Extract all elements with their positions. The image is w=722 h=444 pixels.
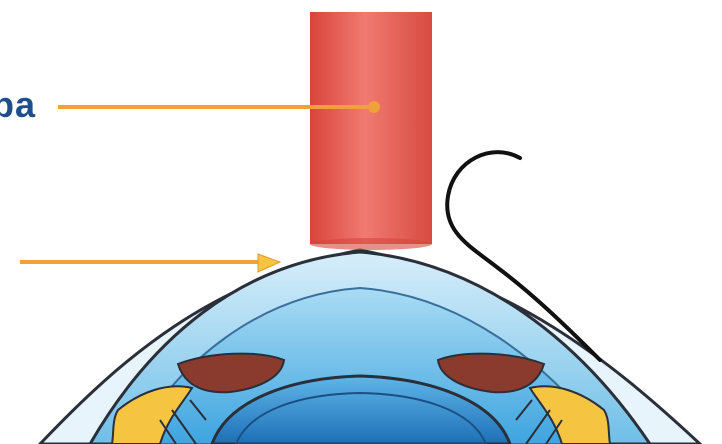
- laser-beam-base: [310, 238, 432, 250]
- laser-beam: [310, 12, 432, 244]
- leader-line-bottom-marker: [258, 254, 280, 272]
- leader-line-top-dot: [368, 101, 380, 113]
- beam-label-text: pa: [0, 84, 36, 126]
